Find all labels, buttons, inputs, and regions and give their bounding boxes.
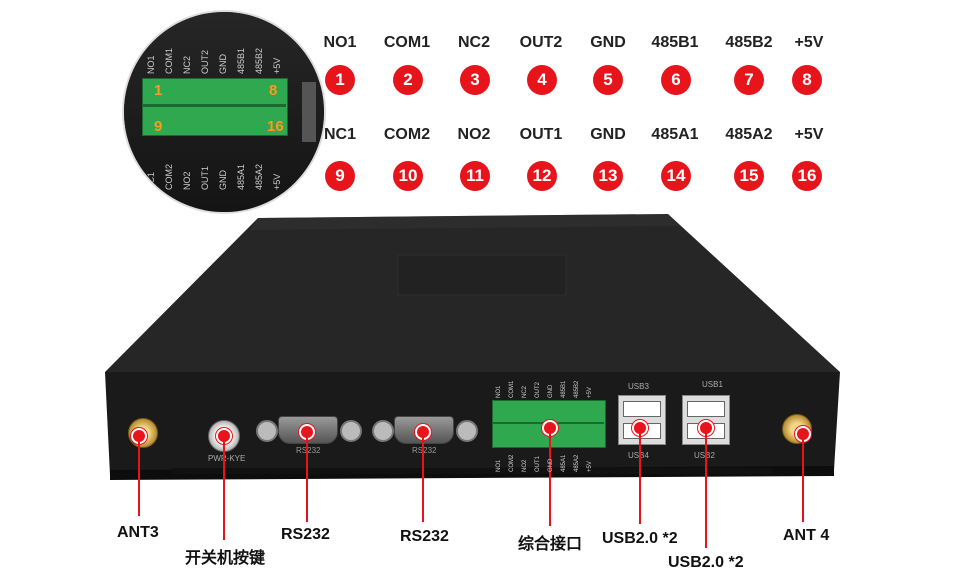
callout-line — [705, 432, 707, 548]
terminal-bottom-label: NO1 — [496, 459, 502, 472]
pin-label: NO2 — [457, 126, 491, 143]
zoom-marker-8: 8 — [269, 82, 278, 99]
pin-label: 485B1 — [651, 34, 699, 51]
pin-number-badge: 2 — [393, 65, 423, 95]
pin-number-badge: 10 — [393, 161, 423, 191]
screw-icon — [256, 420, 278, 442]
pin-number-badge: 9 — [325, 161, 355, 191]
terminal-bottom-label: OUT1 — [535, 455, 541, 472]
combo-terminal-bottom-labels: NO1 COM2 NO2 OUT1 GND 485A1 485A2 +5V — [494, 455, 604, 473]
pin-number-badge: 14 — [661, 161, 691, 191]
zoom-marker-9: 9 — [154, 118, 163, 135]
callout-rs232-b: RS232 — [400, 528, 449, 545]
pin-number-badge: 12 — [527, 161, 557, 191]
pin-number-badge: 8 — [792, 65, 822, 95]
terminal-top-label: GND — [548, 384, 554, 398]
pin-label: GND — [590, 126, 626, 143]
pin-label: GND — [590, 34, 626, 51]
callout-ant3: ANT3 — [117, 524, 159, 541]
callout-ant4: ANT 4 — [783, 527, 830, 544]
combo-terminal-top-labels: NO1 COM1 NC2 OUT2 GND 485B1 485B2 +5V — [494, 380, 604, 398]
zoom-terminal-divider — [142, 104, 286, 107]
screw-icon — [340, 420, 362, 442]
pin-label: 485A1 — [651, 126, 699, 143]
terminal-top-label: 485B1 — [561, 380, 567, 398]
terminal-bottom-label: 485A1 — [561, 454, 567, 472]
pin-label: +5V — [794, 34, 824, 51]
terminal-top-label: NO1 — [496, 385, 502, 398]
pin-number-badge: 3 — [460, 65, 490, 95]
terminal-bottom-label: COM2 — [509, 454, 515, 472]
pin-number-badge: 16 — [792, 161, 822, 191]
terminal-bottom-label: +5V — [587, 461, 593, 472]
pin-label: NC2 — [457, 34, 490, 51]
terminal-top-label: COM1 — [509, 380, 515, 398]
pin-number-badge: 6 — [661, 65, 691, 95]
usb-icon — [687, 401, 725, 417]
pin-number-badge: 5 — [593, 65, 623, 95]
pin-label: NO1 — [323, 34, 357, 51]
terminal-top-label: OUT2 — [535, 381, 541, 398]
callout-line — [422, 436, 424, 522]
pin-number-badge: 13 — [593, 161, 623, 191]
callout-line — [138, 440, 140, 516]
callout-usb-a: USB2.0 *2 — [602, 530, 678, 547]
screw-icon — [372, 420, 394, 442]
callout-rs232-a: RS232 — [281, 526, 330, 543]
device-top-logo-area — [397, 254, 567, 296]
usb-icon — [623, 401, 661, 417]
callout-power-button: 开关机按键 — [185, 550, 266, 567]
rs232-left-text: RS232 — [296, 446, 321, 455]
terminal-top-label: NC2 — [522, 385, 528, 398]
terminal-bottom-label: NO2 — [522, 459, 528, 472]
callout-combo-interface: 综合接口 — [518, 536, 583, 553]
pin-number-badge: 15 — [734, 161, 764, 191]
pin-number-badge: 7 — [734, 65, 764, 95]
pin-label: NC1 — [323, 126, 356, 143]
callout-usb-b: USB2.0 *2 — [668, 554, 744, 571]
zoom-marker-16: 16 — [267, 118, 284, 135]
pin-number-badge: 11 — [460, 161, 490, 191]
rs232-right-text: RS232 — [412, 446, 437, 455]
zoom-edge-connector — [302, 82, 316, 142]
usb3-text: USB3 — [628, 382, 649, 391]
callout-line — [802, 438, 804, 522]
device-top-highlight — [250, 214, 680, 230]
screw-icon — [456, 420, 478, 442]
device-foot-shadow — [172, 468, 772, 474]
pin-number-badge: 4 — [527, 65, 557, 95]
pin-label: COM1 — [383, 34, 431, 51]
pin-number-badge: 1 — [325, 65, 355, 95]
callout-line — [639, 432, 641, 524]
usb4-text: USB4 — [628, 451, 649, 460]
callout-line — [549, 432, 551, 526]
pin-legend-bottom: NC1 COM2 NO2 OUT1 GND 485A1 485A2 +5V 9 … — [305, 126, 845, 196]
terminal-bottom-label: GND — [548, 458, 554, 472]
terminal-zoom-inset: NO1 COM1 NC2 OUT2 GND 485B1 485B2 +5V 1 … — [122, 10, 326, 214]
pin-legend-top: NO1 COM1 NC2 OUT2 GND 485B1 485B2 +5V 1 … — [305, 34, 845, 104]
callout-line — [306, 436, 308, 522]
zoom-terminal-block — [142, 78, 288, 136]
pin-label: OUT2 — [519, 34, 563, 51]
terminal-top-label: 485B2 — [574, 380, 580, 398]
pin-label: OUT1 — [519, 126, 563, 143]
pin-label: COM2 — [383, 126, 431, 143]
usb2-text: USB2 — [694, 451, 715, 460]
terminal-top-label: +5V — [587, 387, 593, 398]
terminal-bottom-label: 485A2 — [574, 454, 580, 472]
pin-label: +5V — [794, 126, 824, 143]
pin-label: 485A2 — [725, 126, 773, 143]
usb1-text: USB1 — [702, 380, 723, 389]
zoom-marker-1: 1 — [154, 82, 163, 99]
pin-label: 485B2 — [725, 34, 773, 51]
callout-line — [223, 440, 225, 540]
power-button-text: PWR-KYE — [208, 454, 246, 463]
